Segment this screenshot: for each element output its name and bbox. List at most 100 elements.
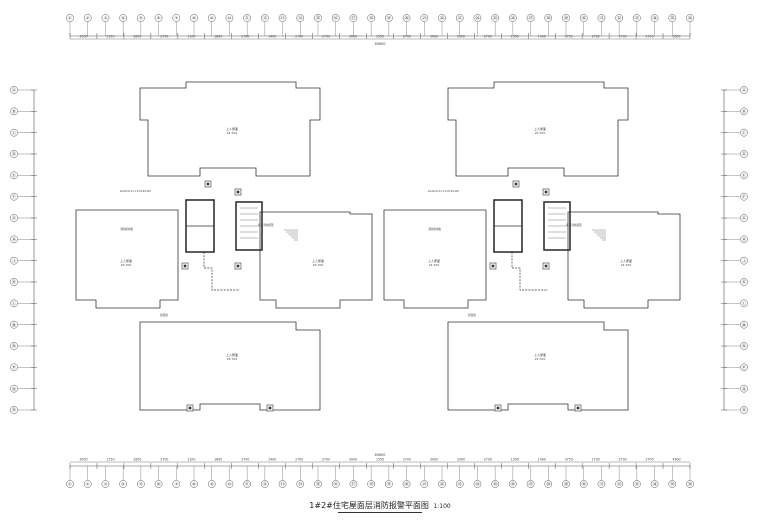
axis-bubble [633, 480, 641, 488]
axis-bubble [10, 406, 18, 414]
axis-label: Ⓟ [742, 364, 747, 371]
axis-bubble [420, 480, 429, 488]
axis-label: Ⓖ [12, 215, 17, 222]
axis-bubble [296, 480, 305, 488]
axis-label: ⑰ [351, 15, 356, 22]
drawing-title-text: 1#2#住宅屋面层消防报警平面图 [309, 501, 429, 510]
axis-bubble [119, 480, 127, 488]
dimension-value: 3000 [349, 35, 357, 39]
axis-bubble [402, 14, 411, 22]
axis-bubble [367, 480, 375, 488]
axis-bubble [10, 320, 18, 329]
axis-label: ㉒ [440, 15, 445, 22]
dimension-value: 2700 [241, 458, 249, 462]
axis-bubble [314, 480, 322, 488]
axis-label: ⑫ [263, 481, 268, 488]
dimension-value: 2850 [133, 35, 141, 39]
axis-label: Ⓕ [12, 193, 17, 200]
axis-bubble [10, 128, 18, 137]
axis-label: ㉒ [440, 481, 445, 488]
axis-bubble [83, 14, 92, 22]
axis-label: ㉖ [511, 15, 516, 22]
dimension-value: 3000 [430, 458, 438, 462]
dimension-value: 3500 [79, 35, 87, 39]
alarm-device-core [206, 182, 210, 186]
roof-line-note: 屋面线 [468, 313, 476, 317]
alarm-device-core [544, 264, 548, 268]
axis-bubble [278, 480, 287, 488]
alarm-device-core [236, 190, 240, 194]
axis-label: ⑬ [280, 481, 285, 488]
axis-bubble [544, 14, 553, 22]
axis-label: Ⓜ [742, 321, 747, 328]
axis-label: Ⓓ [742, 151, 747, 158]
alarm-device-core [491, 264, 495, 268]
axis-label: ⑲ [387, 481, 392, 488]
axis-label: ⑳ [404, 481, 409, 488]
dimension-value: 2700 [322, 35, 330, 39]
axis-label: Ⓐ [12, 87, 17, 94]
axis-bubble [420, 14, 429, 22]
alarm-cable-route [203, 252, 240, 291]
axis-bubble [740, 192, 748, 201]
axis-label: ① [68, 482, 72, 488]
axis-bubble [562, 14, 570, 22]
roof-label: 上人屋面 [534, 126, 546, 131]
roof-elevation: 24.700 [429, 263, 440, 267]
axis-label: ㉞ [652, 15, 657, 22]
axis-bubble [154, 14, 163, 22]
stair-note: 屋顶消防报警 [258, 223, 274, 227]
axis-bubble [101, 480, 110, 488]
axis-bubble [385, 14, 393, 22]
dimension-value: 1400 [538, 35, 546, 39]
axis-bubble [10, 86, 18, 94]
axis-label: ⑥ [157, 16, 161, 22]
axis-bubble [526, 14, 535, 22]
roof-label: 上人屋面 [226, 126, 238, 131]
axis-bubble [278, 14, 287, 22]
axis-bubble [686, 14, 694, 22]
roof-label: 上人屋面 [312, 258, 324, 263]
axis-label: ② [86, 482, 90, 488]
axis-bubble [119, 14, 127, 22]
roof-elevation: 24.700 [621, 263, 632, 267]
left-wing-outline [383, 209, 487, 309]
axis-label: ㉛ [599, 15, 604, 22]
dimension-value: 2700 [160, 458, 168, 462]
axis-bubble [172, 480, 181, 488]
axis-bubble [10, 278, 18, 286]
dimension-value: 2700 [646, 458, 654, 462]
dimension-value: 2700 [295, 35, 303, 39]
axis-label: ㉙ [564, 15, 569, 22]
dimension-value: 2700 [619, 458, 627, 462]
axis-bubble [83, 480, 92, 488]
axis-label: ④ [121, 16, 125, 22]
alarm-device-core [268, 406, 272, 410]
alarm-device-core [183, 264, 187, 268]
axis-label: Ⓖ [742, 215, 747, 222]
axis-bubble [740, 384, 748, 393]
dimension-value: 2700 [295, 458, 303, 462]
lower-roof-outline [447, 321, 629, 411]
dimension-value: 3000 [349, 458, 357, 462]
axis-bubble [455, 480, 464, 488]
axis-bubble [10, 235, 18, 244]
alarm-device-core [576, 406, 580, 410]
axis-label: ⑩ [227, 482, 231, 488]
axis-label: ⑨ [210, 482, 214, 488]
axis-label: Ⓟ [12, 364, 17, 371]
upper-roof-outline [139, 81, 321, 177]
left-wing-outline [75, 209, 179, 309]
right-wing-outline [567, 211, 681, 309]
dimension-value: 1700 [592, 458, 600, 462]
axis-bubble [10, 384, 18, 393]
axis-label: ⑬ [280, 15, 285, 22]
axis-bubble [10, 363, 18, 372]
axis-label: Ⓚ [742, 279, 747, 286]
axis-label: Ⓙ [742, 257, 747, 264]
axis-label: ⑧ [192, 16, 196, 22]
axis-bubble [509, 480, 517, 488]
